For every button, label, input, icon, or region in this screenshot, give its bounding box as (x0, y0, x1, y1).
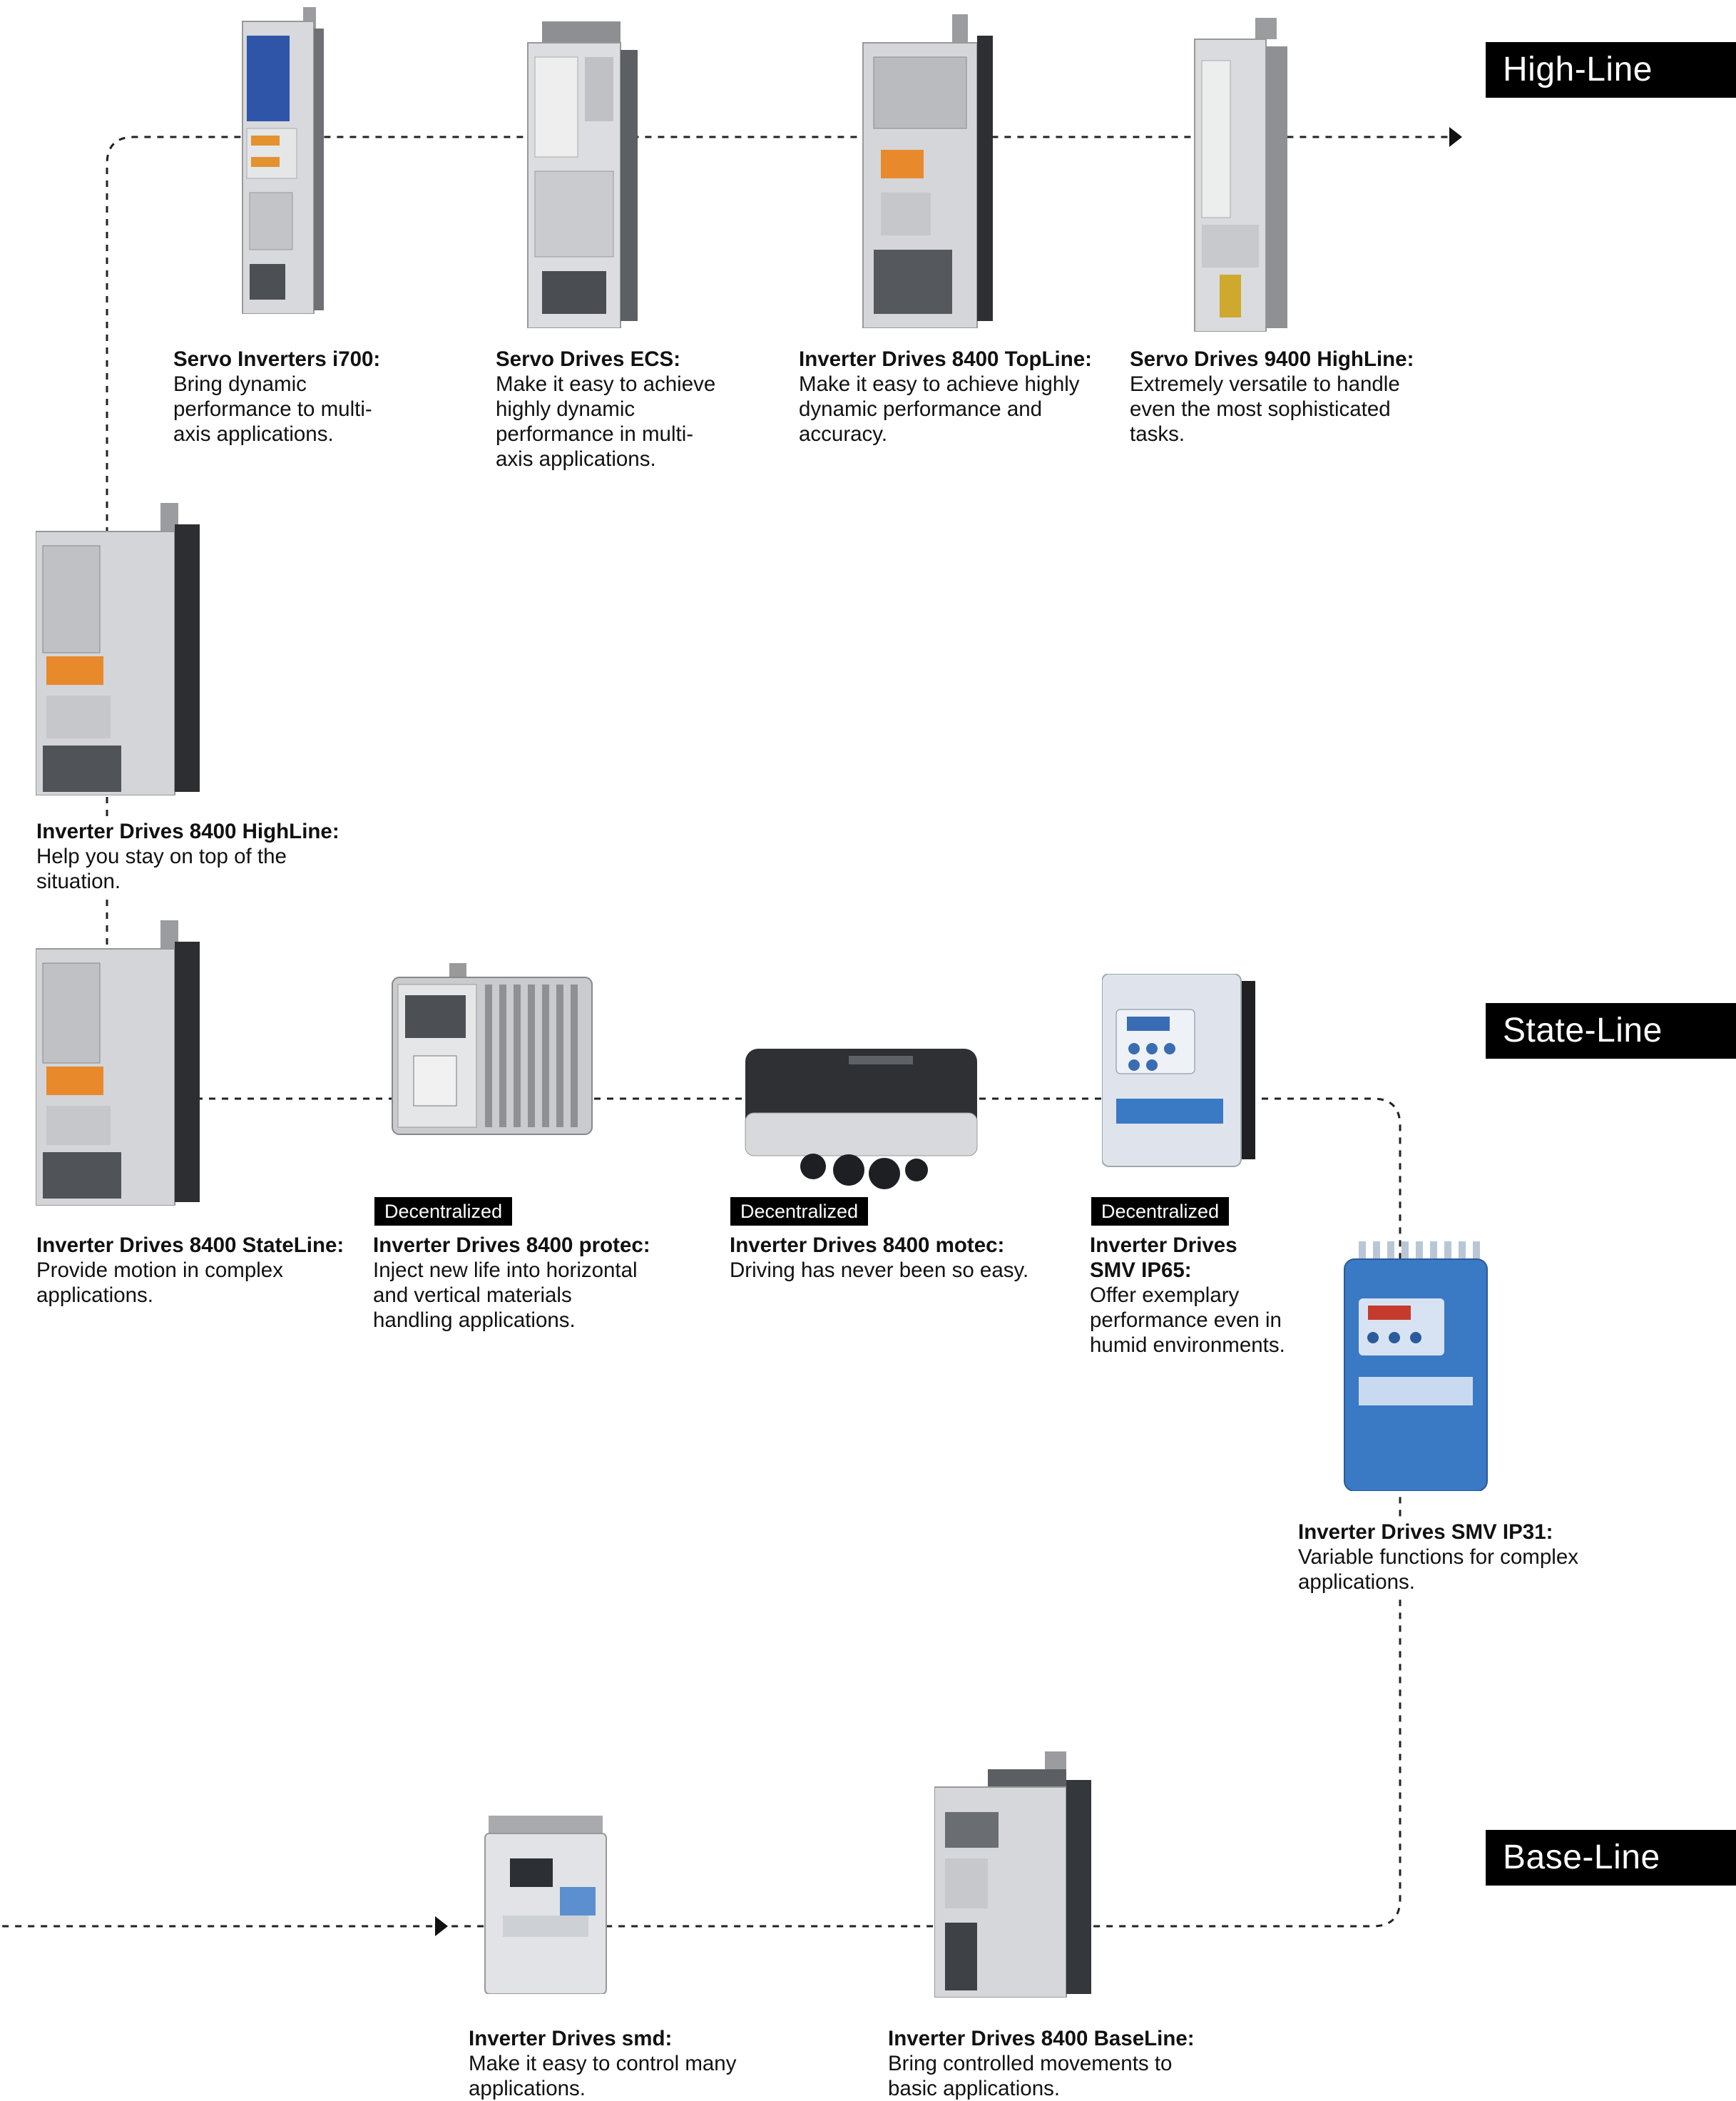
arrow-right-icon (435, 1916, 448, 1936)
product-description: Help you stay on top of the situation. (36, 845, 287, 893)
product-smv-ip65: Inverter Drives SMV IP65: Offer exemplar… (1090, 1233, 1332, 1358)
arrow-right-icon (1449, 127, 1462, 147)
product-description: Make it easy to achieve highly dynamic p… (496, 372, 716, 471)
product-name: Servo Drives ECS: (496, 347, 681, 371)
inverter-8400-topline-icon (852, 14, 1002, 328)
product-description: Bring controlled movements to basic appl… (888, 2052, 1173, 2100)
product-8400-stateline: Inverter Drives 8400 StateLine: Provide … (36, 1233, 364, 1308)
product-name: Inverter Drives 8400 StateLine: (36, 1233, 344, 1257)
product-description: Bring dynamic performance to multi- axis… (173, 372, 372, 446)
product-name: Inverter Drives 8400 protec: (373, 1233, 650, 1257)
product-8400-topline: Inverter Drives 8400 TopLine: Make it ea… (799, 347, 1134, 447)
product-description: Inject new life into horizontal and vert… (373, 1258, 638, 1332)
product-name: Inverter Drives 8400 TopLine: (799, 347, 1092, 371)
servo-drive-9400-icon (1184, 18, 1298, 332)
badge-decentralized-protec: Decentralized (374, 1197, 513, 1226)
product-description: Variable functions for complex applicati… (1298, 1545, 1578, 1594)
level-tag-state-line: State-Line (1486, 1003, 1736, 1059)
inverter-8400-motec-icon (742, 1034, 984, 1199)
product-description: Offer exemplary performance even in humi… (1090, 1283, 1285, 1357)
product-description: Provide motion in complex applications. (36, 1258, 283, 1307)
product-8400-baseline: Inverter Drives 8400 BaseLine: Bring con… (888, 2026, 1230, 2101)
product-name: Inverter Drives 8400 BaseLine: (888, 2027, 1195, 2050)
inverter-8400-protec-icon (385, 963, 606, 1141)
level-tag-high-line: High-Line (1486, 42, 1736, 98)
inverter-smd-icon (481, 1816, 610, 1994)
product-description: Driving has never been so easy. (730, 1258, 1029, 1282)
inverter-8400-baseline-icon (934, 1751, 1098, 1998)
product-9400-highline: Servo Drives 9400 HighLine: Extremely ve… (1130, 347, 1458, 447)
product-name: Inverter Drives 8400 motec: (730, 1233, 1005, 1257)
inverter-smv-ip65-icon (1102, 974, 1262, 1170)
product-description: Extremely versatile to handle even the m… (1130, 372, 1400, 446)
product-8400-protec: Inverter Drives 8400 protec: Inject new … (373, 1233, 715, 1333)
product-8400-highline: Inverter Drives 8400 HighLine: Help you … (36, 819, 364, 894)
product-description: Make it easy to achieve highly dynamic p… (799, 372, 1080, 446)
inverter-smv-ip31-icon (1341, 1241, 1494, 1491)
product-ecs: Servo Drives ECS: Make it easy to achiev… (496, 347, 795, 472)
product-name: Servo Drives 9400 HighLine: (1130, 347, 1414, 371)
inverter-8400-stateline-icon (36, 920, 207, 1206)
product-name: Inverter Drives 8400 HighLine: (36, 820, 339, 843)
product-name: Inverter Drives SMV IP31: (1298, 1520, 1553, 1544)
servo-inverter-i700-icon (228, 7, 328, 314)
product-name: Servo Inverters i700: (173, 347, 381, 371)
product-description: Make it easy to control many application… (469, 2052, 737, 2100)
level-tag-base-line: Base-Line (1486, 1830, 1736, 1886)
inverter-8400-highline-icon (36, 503, 207, 795)
product-i700: Servo Inverters i700: Bring dynamic perf… (173, 347, 473, 447)
servo-drive-ecs-icon (521, 14, 642, 328)
product-name: Inverter Drives smd: (469, 2027, 673, 2050)
product-name: Inverter Drives SMV IP65: (1090, 1233, 1237, 1282)
product-smd: Inverter Drives smd: Make it easy to con… (469, 2026, 804, 2101)
product-smv-ip31: Inverter Drives SMV IP31: Variable funct… (1298, 1520, 1640, 1594)
badge-decentralized-smv-ip65: Decentralized (1091, 1197, 1230, 1226)
badge-decentralized-motec: Decentralized (730, 1197, 869, 1226)
product-8400-motec: Inverter Drives 8400 motec: Driving has … (730, 1233, 1079, 1283)
